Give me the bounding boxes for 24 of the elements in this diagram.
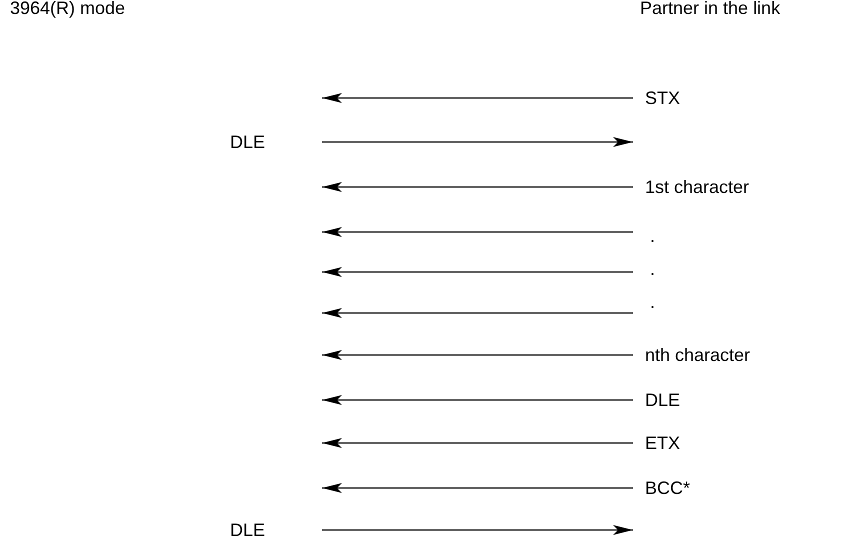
message-label: DLE <box>230 132 321 152</box>
message-arrow <box>322 438 633 448</box>
message-arrow <box>322 227 633 237</box>
message-label: nth character <box>634 345 750 365</box>
participant-heading: Partner in the link <box>640 0 780 18</box>
message-arrow <box>322 525 633 535</box>
message-arrow <box>322 308 633 318</box>
participant-heading: 3964(R) mode <box>10 0 126 18</box>
message-label: . <box>634 259 656 279</box>
message-arrow <box>322 93 633 103</box>
message-arrow <box>322 483 633 493</box>
message-arrow <box>322 350 633 360</box>
message-arrow <box>322 267 633 277</box>
message-label: BCC* <box>634 478 690 498</box>
message-label: DLE <box>634 390 680 410</box>
message-label: ETX <box>634 433 680 453</box>
message-label: 1st character <box>634 177 750 197</box>
message-label: STX <box>634 88 680 108</box>
message-arrow <box>322 395 633 405</box>
message-label: DLE <box>230 520 321 540</box>
message-label: . <box>634 226 656 246</box>
message-arrow <box>322 182 633 192</box>
message-label: . <box>634 292 656 312</box>
message-arrow <box>322 137 633 147</box>
